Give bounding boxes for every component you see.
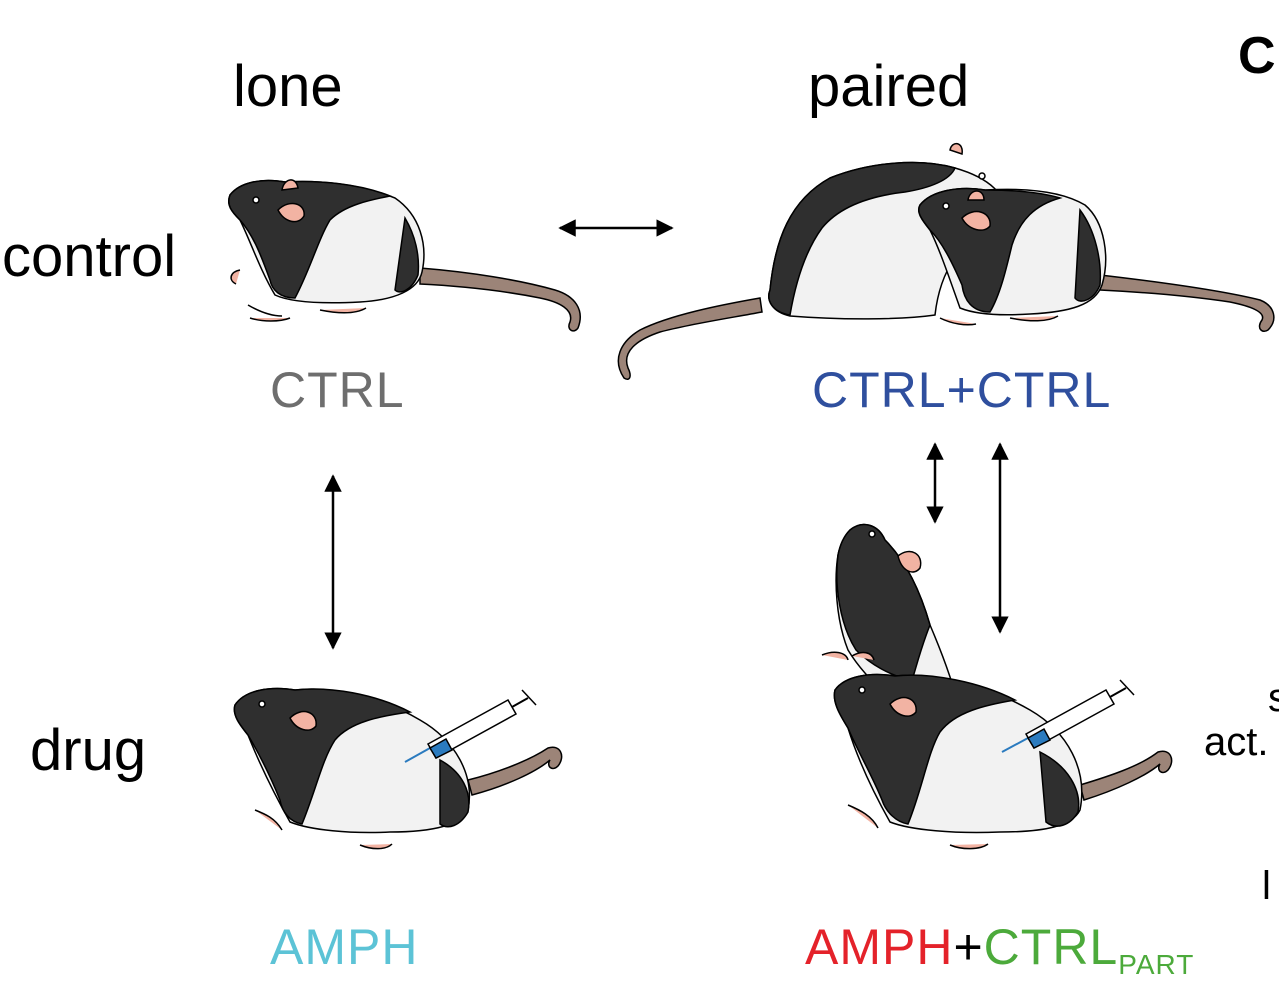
condition-subscript-part: PART: [1118, 949, 1195, 980]
condition-amph-ctrl-part: AMPH+CTRLPART: [805, 919, 1194, 979]
rat-paired-front: [918, 187, 1275, 332]
rat-lone-drug: [233, 687, 563, 850]
rat-lone-control: [228, 179, 581, 332]
panel-letter: C: [1238, 27, 1276, 85]
condition-ctrl: CTRL: [270, 362, 405, 418]
side-label-s: s: [1268, 676, 1279, 720]
condition-amph-part-ctrl: CTRL: [983, 919, 1119, 975]
side-label-l: l: [1262, 864, 1271, 908]
condition-plus-sign: +: [953, 919, 984, 975]
row-header-control: control: [2, 224, 177, 289]
row-header-drug: drug: [30, 718, 147, 783]
column-header-lone: lone: [233, 54, 343, 119]
condition-amph-part-amph: AMPH: [805, 919, 954, 975]
rat-paired-partner-rearing: [821, 523, 961, 713]
condition-ctrl-ctrl: CTRL+CTRL: [812, 362, 1112, 418]
condition-amph: AMPH: [270, 919, 419, 975]
side-label-act: act.: [1204, 720, 1269, 764]
syringe-icon-paired: [1001, 679, 1135, 753]
column-header-paired: paired: [808, 54, 970, 119]
rat-paired-drug: [833, 673, 1173, 850]
syringe-icon-lone: [404, 689, 537, 763]
